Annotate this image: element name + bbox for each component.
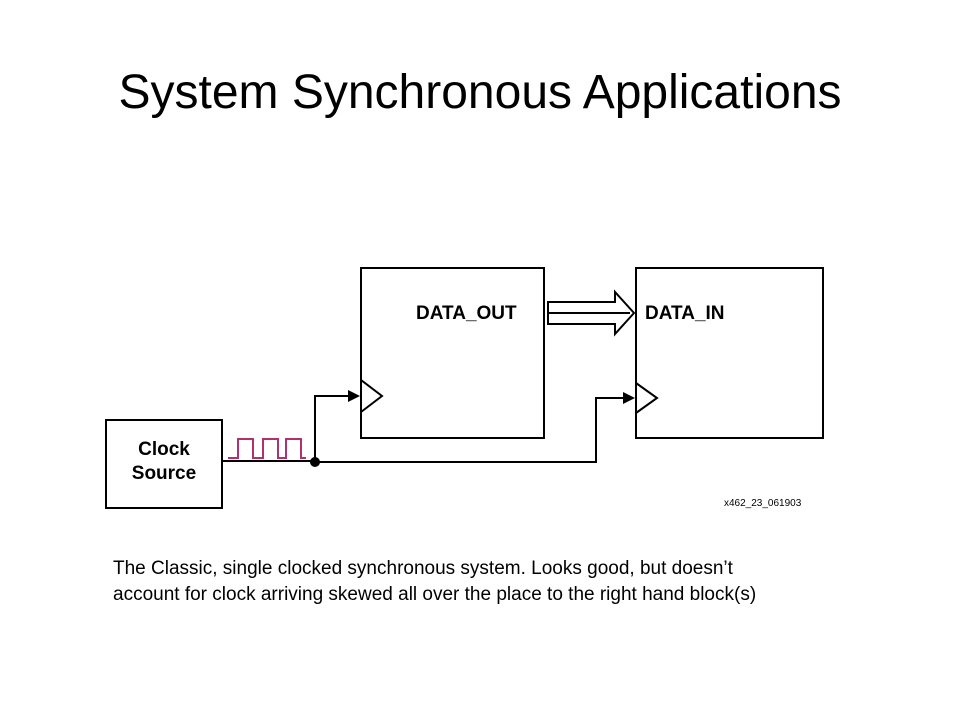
clock-line-to-left-block xyxy=(314,395,350,461)
data-in-block: DATA_IN xyxy=(635,267,824,439)
data-in-label: DATA_IN xyxy=(645,303,725,324)
caption: The Classic, single clocked synchronous … xyxy=(113,556,943,608)
data-out-label: DATA_OUT xyxy=(416,303,517,324)
clock-source-box xyxy=(105,419,223,509)
data-out-block: DATA_OUT xyxy=(360,267,545,439)
clock-wiring xyxy=(222,395,625,463)
data-out-box xyxy=(360,267,545,439)
clock-waveform xyxy=(228,438,306,459)
clock-line-to-right-block xyxy=(315,397,625,463)
data-out-clock-input-icon xyxy=(360,379,384,413)
clock-junction-dot xyxy=(310,457,320,467)
caption-line-2: account for clock arriving skewed all ov… xyxy=(113,584,757,605)
data-in-box xyxy=(635,267,824,439)
clock-arrowhead-left xyxy=(348,390,360,402)
slide-title: System Synchronous Applications xyxy=(118,66,842,119)
data-in-clock-input-icon xyxy=(635,382,659,414)
figure-id-label: x462_23_061903 xyxy=(724,498,802,509)
clock-source-block: Clock Source xyxy=(105,419,223,509)
clock-source-label-line1: Clock xyxy=(138,439,190,460)
clock-arrowhead-right xyxy=(623,392,635,404)
caption-line-1: The Classic, single clocked synchronous … xyxy=(113,558,733,579)
clock-source-label-line2: Source xyxy=(132,463,196,484)
